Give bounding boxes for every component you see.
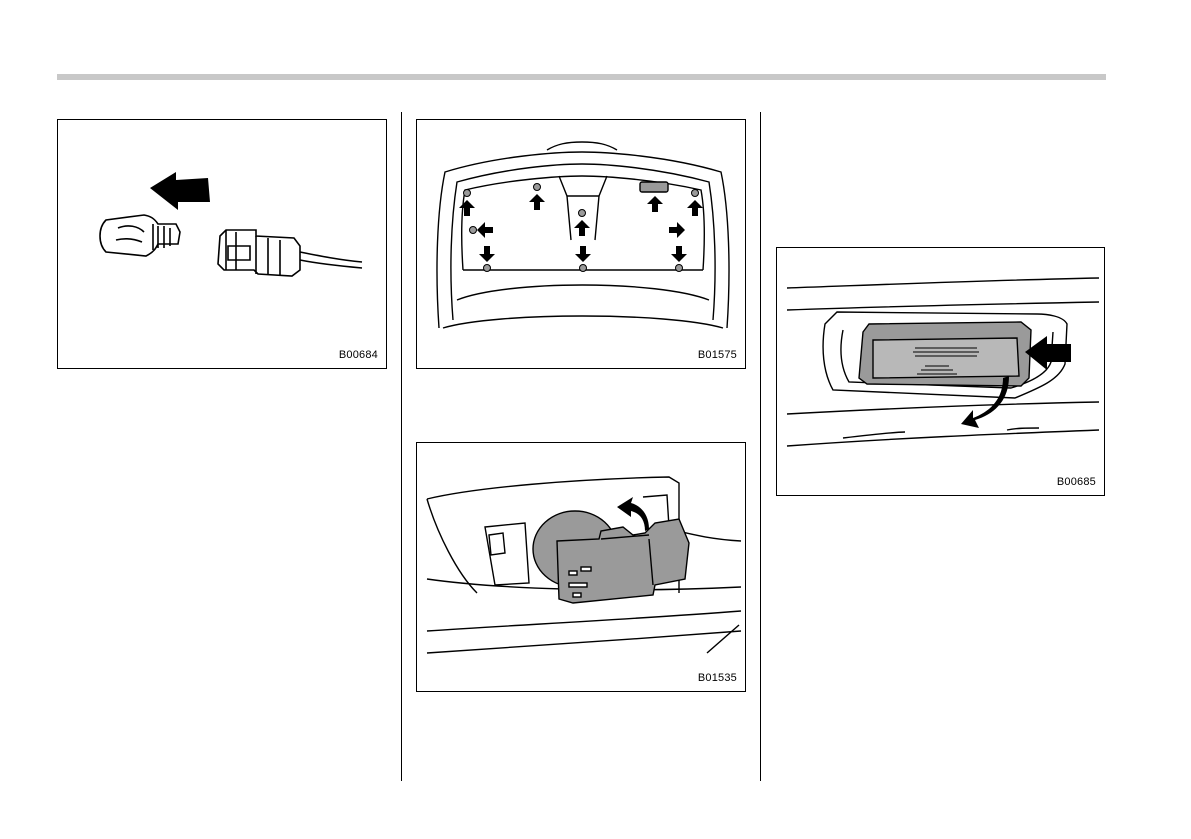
lamp-lens-illustration [777, 248, 1105, 496]
column-divider-right [760, 112, 761, 781]
figure-code: B01575 [698, 349, 737, 361]
rotate-arrow-icon [617, 497, 649, 531]
header-rule [57, 74, 1106, 80]
bulb-icon [100, 215, 180, 256]
figure-code: B01535 [698, 672, 737, 684]
down-arrow-icons [479, 246, 687, 262]
figure-trunk-lid: B01575 [416, 119, 746, 369]
figure-bulb-socket: B00684 [57, 119, 387, 369]
bulb-socket-illustration [58, 120, 387, 369]
socket-icon [218, 230, 362, 276]
lamp-lens-icon [859, 322, 1031, 386]
figure-code: B00685 [1057, 476, 1096, 488]
column-divider-left [401, 112, 402, 781]
socket-removal-illustration [417, 443, 746, 692]
figure-lamp-lens: B00685 [776, 247, 1105, 496]
figure-code: B00684 [339, 349, 378, 361]
direction-arrow-icon [150, 172, 210, 210]
trunk-lid-illustration [417, 120, 746, 369]
figure-socket-removal: B01535 [416, 442, 746, 692]
